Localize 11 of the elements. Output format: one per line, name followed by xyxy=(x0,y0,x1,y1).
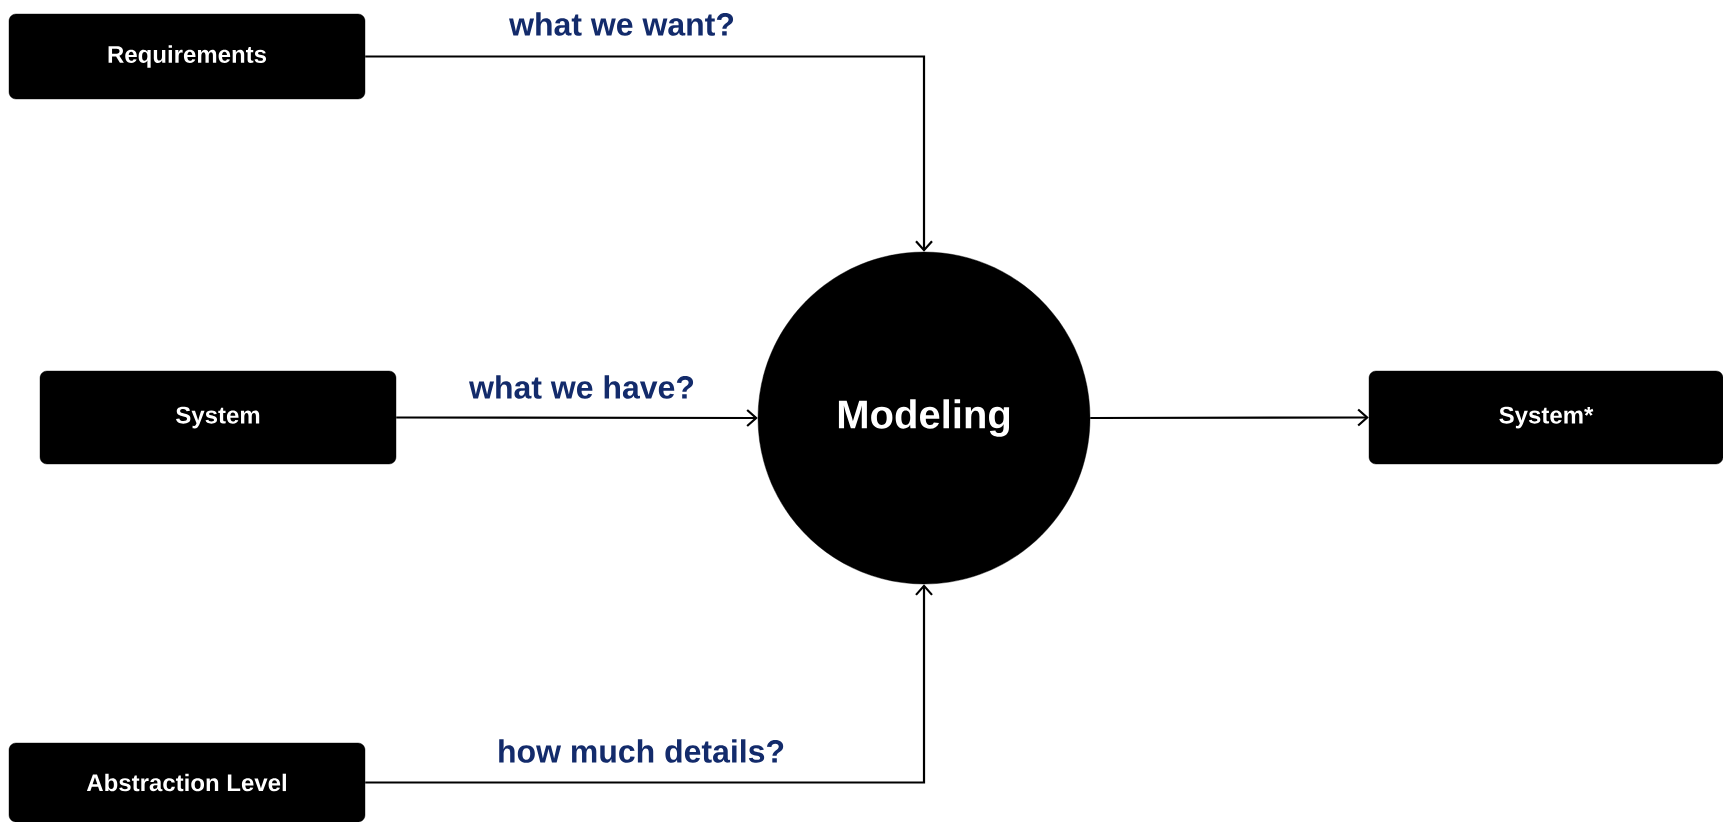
arrow xyxy=(396,409,758,427)
arrow xyxy=(1090,408,1369,427)
process-box: System* xyxy=(1368,370,1723,465)
process-box: Abstraction Level xyxy=(8,742,366,822)
process-box: Requirements xyxy=(8,13,366,100)
arrow xyxy=(365,55,933,252)
edge-label: how much details? xyxy=(496,738,787,764)
arrow xyxy=(365,584,933,784)
edge-label: what we have? xyxy=(468,374,696,400)
edge-label: what we want? xyxy=(508,11,736,37)
process-box: System xyxy=(39,370,397,465)
